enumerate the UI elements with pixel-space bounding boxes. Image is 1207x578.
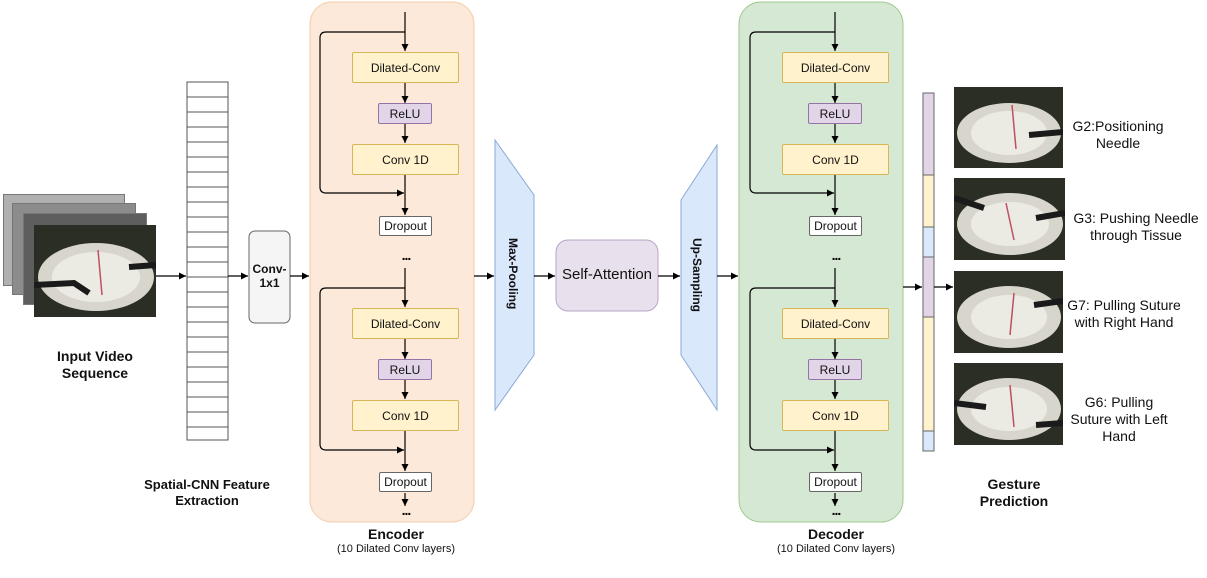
encoder-dropout-2: Dropout [379, 472, 432, 492]
decoder-dropout-1: Dropout [809, 216, 862, 236]
gesture-label-2: G3: Pushing Needle through Tissue [1073, 210, 1199, 243]
gesture-image-1 [954, 87, 1063, 168]
decoder-dilated-conv-2: Dilated-Conv [782, 308, 889, 339]
decoder-dropout-2: Dropout [809, 472, 862, 492]
encoder-title: Encoder [367, 526, 424, 542]
input-label: Input Video Sequence [57, 348, 133, 381]
decoder-dilated-conv-1: Dilated-Conv [782, 52, 889, 83]
feature-column [186, 81, 229, 441]
gesture-label-1: G2:Positioning Needle [1072, 118, 1164, 151]
gesture-image-3 [954, 271, 1063, 353]
decoder-arrows [749, 12, 839, 506]
encoder-conv1d-1: Conv 1D [352, 144, 459, 175]
decoder-relu-2: ReLU [808, 359, 862, 380]
encoder-subtitle: (10 Dilated Conv layers) [337, 543, 455, 555]
decoder-panel [738, 1, 904, 523]
prediction-bar [922, 92, 935, 452]
encoder-dilated-conv-2: Dilated-Conv [352, 308, 459, 339]
decoder-relu-1: ReLU [808, 103, 862, 124]
gesture-label-4: G6: Pulling Suture with Left Hand [1070, 394, 1168, 444]
feature-label: Spatial-CNN Feature Extraction [144, 477, 270, 508]
decoder-subtitle: (10 Dilated Conv layers) [777, 543, 895, 555]
decoder-ellipsis-1: ... [831, 247, 842, 263]
encoder-dropout-1: Dropout [379, 216, 432, 236]
decoder-conv1d-1: Conv 1D [782, 144, 889, 175]
gesture-image-2 [954, 178, 1065, 260]
encoder-dilated-conv-1: Dilated-Conv [352, 52, 459, 83]
gesture-image-4 [954, 363, 1063, 445]
encoder-relu-1: ReLU [378, 103, 432, 124]
conv1x1-box [248, 230, 291, 324]
maxpool-shape [494, 138, 535, 412]
upsample-shape [680, 143, 718, 412]
prediction-label: Gesture Prediction [979, 476, 1049, 509]
surgical-image [34, 225, 156, 317]
decoder-title: Decoder [807, 526, 865, 542]
conv1x1-label: Conv-1x1 [252, 262, 287, 290]
gesture-label-3: G7: Pulling Suture with Right Hand [1067, 297, 1181, 330]
video-frame-front [34, 225, 156, 317]
encoder-panel [309, 1, 475, 523]
encoder-conv1d-2: Conv 1D [352, 400, 459, 431]
encoder-arrows [319, 12, 409, 506]
encoder-ellipsis-2: ... [401, 502, 412, 518]
encoder-ellipsis-1: ... [401, 247, 412, 263]
decoder-ellipsis-2: ... [831, 502, 842, 518]
upsample-label: Up-Sampling [690, 238, 704, 312]
encoder-relu-2: ReLU [378, 359, 432, 380]
decoder-conv1d-2: Conv 1D [782, 400, 889, 431]
maxpool-label: Max-Pooling [506, 238, 520, 310]
attention-label: Self-Attention [561, 266, 653, 283]
